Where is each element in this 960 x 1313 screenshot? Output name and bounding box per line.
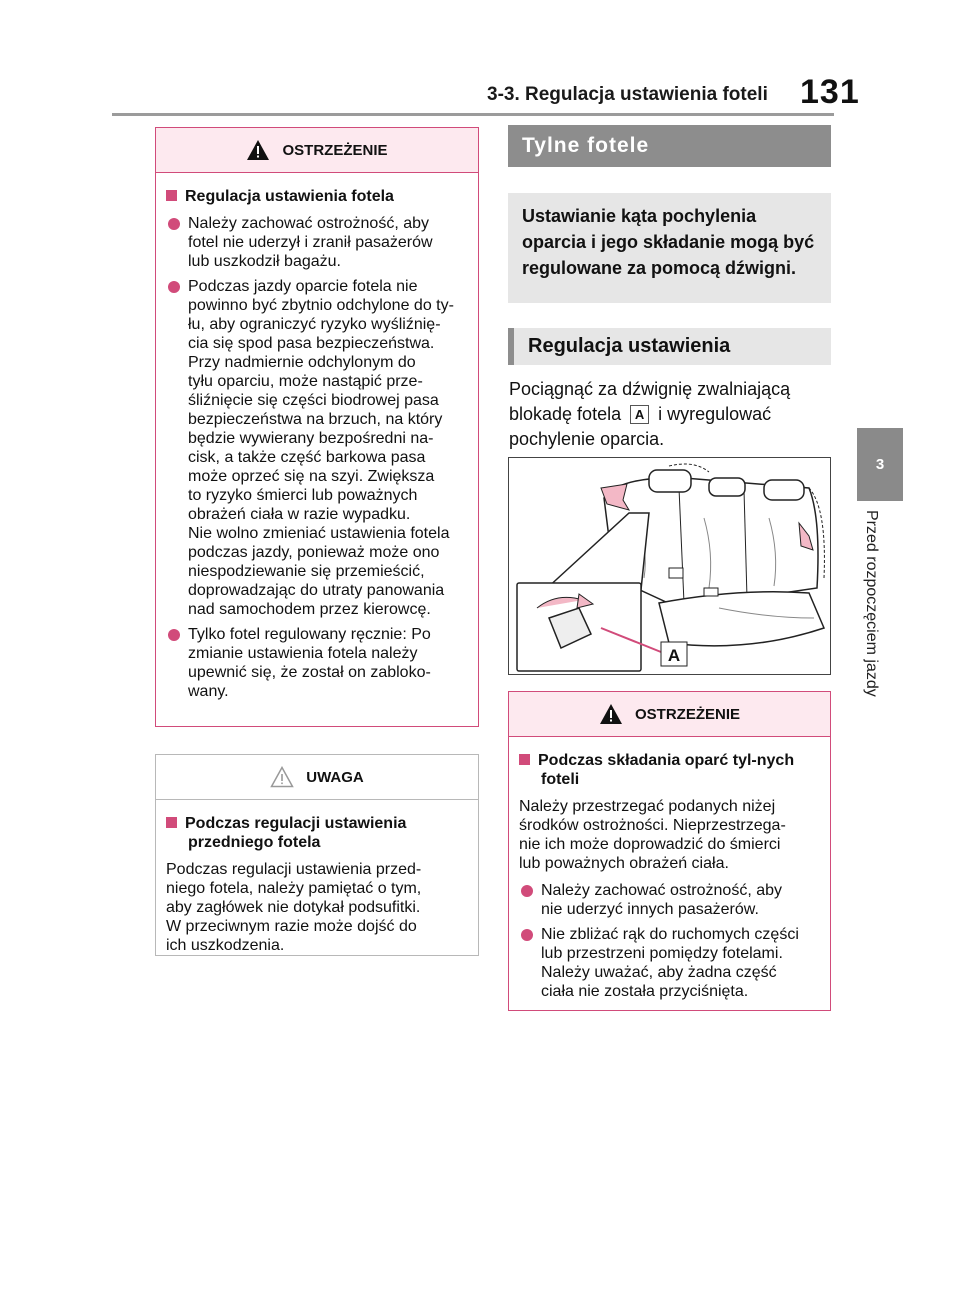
callout-label-a: A bbox=[630, 405, 650, 424]
caution-triangle-icon bbox=[270, 766, 295, 788]
note-text: Podczas regulacji ustawienia przed- nieg… bbox=[166, 861, 422, 954]
warning-header: OSTRZEŻENIE bbox=[156, 128, 478, 173]
square-bullet-icon bbox=[166, 817, 177, 828]
warning-triangle-icon bbox=[247, 140, 270, 160]
header-rule bbox=[112, 113, 834, 116]
section-title: Tylne fotele bbox=[508, 125, 831, 167]
warning-title: OSTRZEŻENIE bbox=[282, 141, 388, 159]
rear-seat-illustration: A bbox=[508, 457, 831, 675]
illustration-label-a: A bbox=[668, 646, 680, 665]
chapter-tab-label: Przed rozpoczęciem jazdy bbox=[863, 510, 880, 697]
warning-heading: Regulacja ustawienia fotela bbox=[166, 187, 468, 206]
warning-bullet: Podczas jazdy oparcie fotela nie powinno… bbox=[166, 277, 468, 619]
rear-seat-drawing: A bbox=[516, 463, 826, 672]
instruction-text: Pociągnąć za dźwignię zwalniającą blokad… bbox=[509, 379, 791, 449]
note-title: UWAGA bbox=[306, 768, 364, 786]
warning-header: OSTRZEŻENIE bbox=[509, 692, 830, 737]
running-header: 3-3. Regulacja ustawienia foteli bbox=[487, 84, 768, 105]
warning-box-seat-adjust: OSTRZEŻENIE Regulacja ustawienia fotela … bbox=[155, 127, 479, 727]
warning-bullet: Nie zbliżać rąk do ruchomych części lub … bbox=[519, 925, 820, 1001]
square-bullet-icon bbox=[166, 190, 177, 201]
note-box-front-seat: UWAGA Podczas regulacji ustawienia przed… bbox=[155, 754, 479, 956]
warning-bullet: Tylko fotel regulowany ręcznie: Po zmian… bbox=[166, 625, 468, 701]
warning-text: Należy przestrzegać podanych niżej środk… bbox=[519, 798, 786, 872]
square-bullet-icon bbox=[519, 754, 530, 765]
warning-body: Regulacja ustawienia fotela Należy zacho… bbox=[156, 173, 478, 717]
subsection-title: Regulacja ustawienia bbox=[508, 328, 831, 365]
chapter-tab: 3 bbox=[857, 428, 903, 501]
warning-triangle-icon bbox=[599, 704, 622, 724]
note-body: Podczas regulacji ustawienia przedniego … bbox=[156, 800, 478, 973]
warning-box-rear-fold: OSTRZEŻENIE Podczas składania oparć tyl-… bbox=[508, 691, 831, 1011]
warning-bullet: Należy zachować ostrożność, aby fotel ni… bbox=[166, 214, 468, 271]
section-intro: Ustawianie kąta pochylenia oparcia i jeg… bbox=[508, 193, 831, 303]
warning-heading: Podczas składania oparć tyl-nych foteli bbox=[519, 751, 820, 789]
warning-bullet: Należy zachować ostrożność, aby nie uder… bbox=[519, 881, 820, 919]
note-heading: Podczas regulacji ustawienia przedniego … bbox=[166, 814, 468, 852]
warning-title: OSTRZEŻENIE bbox=[634, 705, 740, 723]
note-header: UWAGA bbox=[156, 755, 478, 800]
page-number: 131 bbox=[800, 73, 860, 111]
warning-body: Podczas składania oparć tyl-nych foteli … bbox=[509, 737, 830, 1017]
